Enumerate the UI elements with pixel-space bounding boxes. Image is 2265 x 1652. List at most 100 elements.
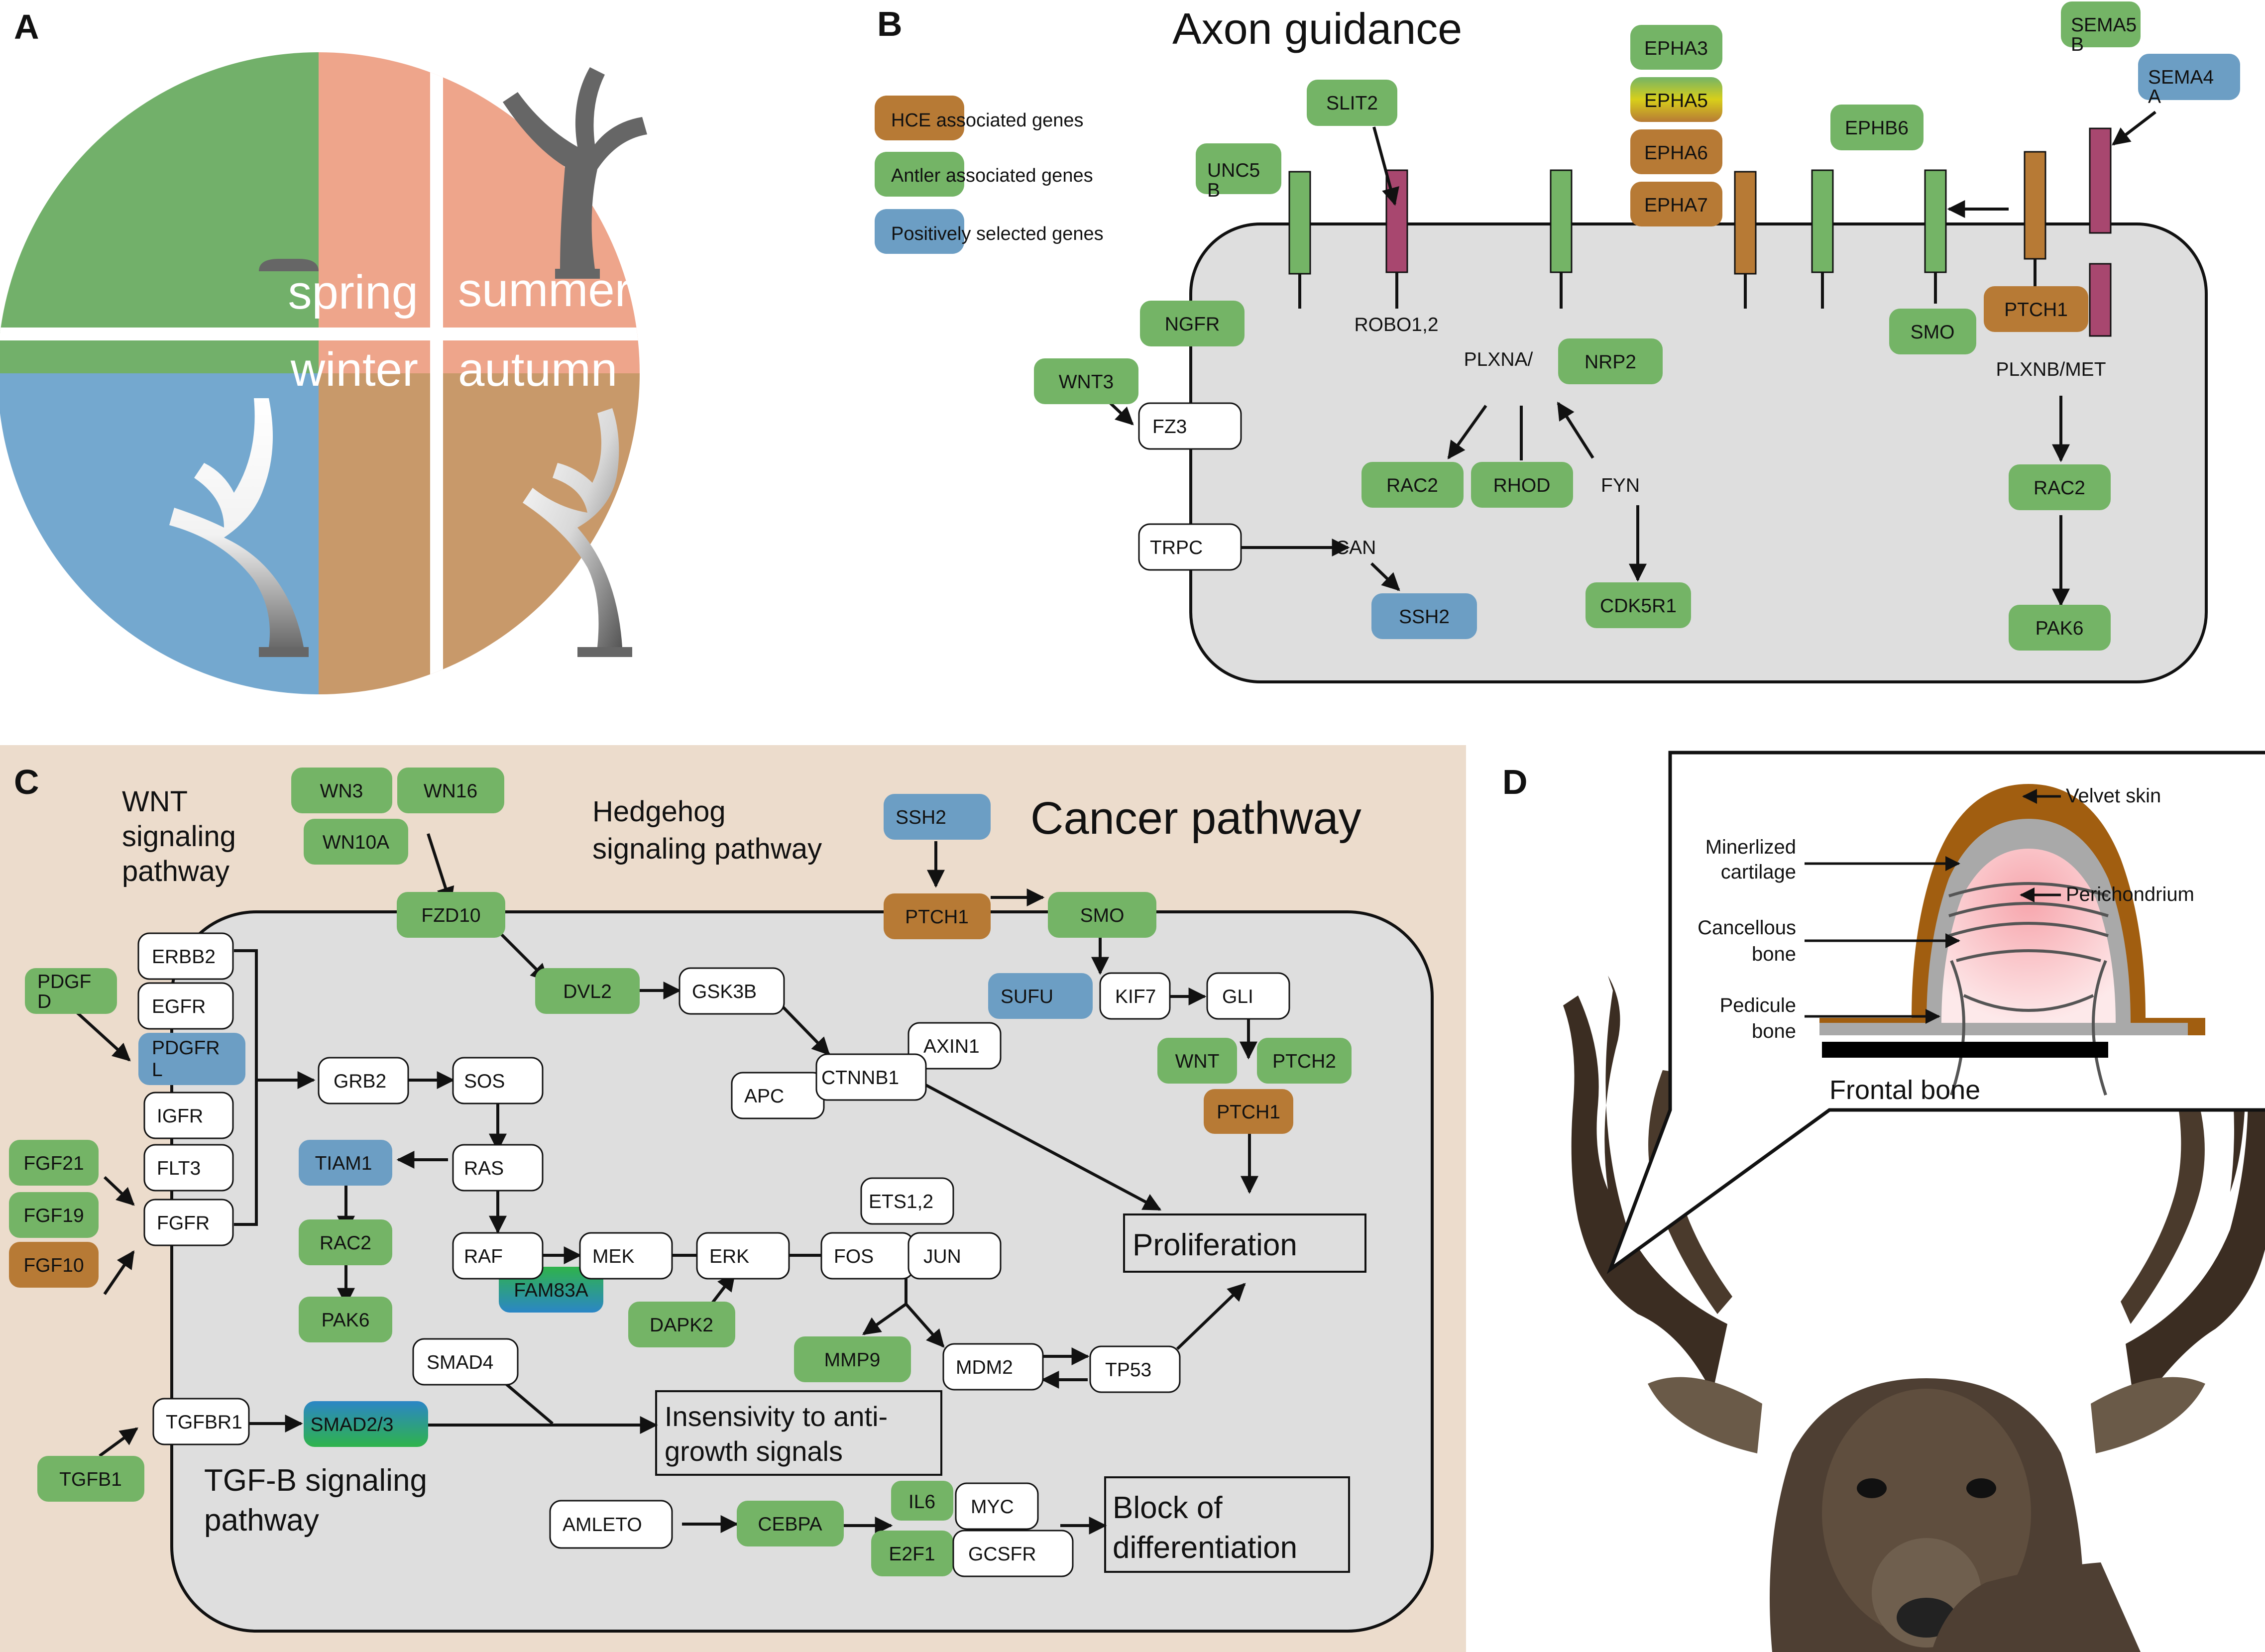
gene-sema5b-label-2: B	[2071, 34, 2084, 55]
gene-cdk5r1	[1586, 582, 1691, 628]
gene-nrp2	[1558, 338, 1663, 384]
gene-ephb6	[1830, 105, 1924, 150]
node-fgfr-label: FGFR	[157, 1212, 210, 1234]
node-sos-label: SOS	[464, 1071, 505, 1092]
node-mdm2-label: MDM2	[956, 1357, 1013, 1378]
gene-smad23	[304, 1401, 428, 1447]
gene-pdgfrl-label-2: L	[152, 1059, 163, 1081]
gene-unc5b-label-1: UNC5	[1207, 160, 1260, 181]
perichondrium-label: Perichondrium	[2066, 883, 2194, 905]
gene-wn3	[291, 768, 392, 813]
gene-ptch1-label: PTCH1	[2004, 299, 2068, 321]
gene-wnt3-label: WNT3	[1059, 371, 1114, 393]
mineralized-label-1: Minerlized	[1705, 836, 1796, 858]
node-axin1	[907, 1022, 1002, 1070]
panel-b: B Axon guidance HCE associated genes Ant…	[875, 1, 2240, 683]
gene-ephb6-label: EPHB6	[1845, 117, 1909, 139]
proliferation-label: Proliferation	[1132, 1228, 1297, 1262]
gene-fzd10	[397, 892, 505, 938]
gene-epha5	[1630, 77, 1722, 122]
gene-ssh2-c	[884, 794, 991, 840]
node-ets12-label: ETS1,2	[869, 1191, 933, 1212]
cancer-arrows	[73, 833, 1258, 1535]
insensitivity-label-1: Insensivity to anti-	[665, 1401, 888, 1432]
gene-fgf21	[9, 1140, 99, 1186]
gene-smad23-label: SMAD2/3	[311, 1414, 394, 1435]
node-trpc	[1138, 523, 1242, 571]
tgf-title-1: TGF-B signaling	[204, 1463, 427, 1498]
gene-rac2-c	[299, 1219, 392, 1265]
node-axin1-label: AXIN1	[923, 1036, 980, 1057]
summer-antler-icon	[503, 67, 647, 269]
gene-unc5b	[1196, 143, 1281, 194]
node-jun-label: JUN	[923, 1246, 961, 1267]
gene-tgfb1	[37, 1456, 144, 1502]
mineralized-label-2: cartilage	[1721, 861, 1796, 883]
gene-epha6-label: EPHA6	[1644, 142, 1708, 164]
gene-sufu	[988, 973, 1093, 1019]
node-igfr-label: IGFR	[157, 1105, 203, 1127]
gene-sema4a-label-1: SEMA4	[2148, 67, 2214, 88]
gene-rhod-label: RHOD	[1493, 475, 1551, 496]
node-gli	[1206, 972, 1290, 1020]
panel-c-letter: C	[14, 763, 39, 801]
node-egfr-label: EGFR	[152, 996, 206, 1017]
cancer-pathway-title: Cancer pathway	[1030, 793, 1361, 844]
velvet-skin-label: Velvet skin	[2066, 785, 2161, 807]
panel-a-letter: A	[14, 7, 39, 46]
gene-ptch1-right	[1204, 1089, 1293, 1134]
node-mdm2	[942, 1343, 1044, 1391]
node-flt3-label: FLT3	[157, 1158, 201, 1179]
legend-antler-label: Antler associated genes	[891, 165, 1093, 186]
gene-fzd10-label: FZD10	[421, 905, 480, 926]
winter-label: winter	[290, 343, 418, 396]
node-egfr	[137, 982, 234, 1030]
gene-ssh2-label: SSH2	[1399, 606, 1450, 628]
label-robo: ROBO1,2	[1354, 314, 1438, 335]
node-amleto-label: AMLETO	[563, 1514, 642, 1536]
cancer-green-genes: WN3 WN16 WN10A FZD10 DVL2 SMO WNT PTCH2 …	[9, 768, 1352, 1576]
summer-label: summer	[458, 263, 631, 317]
wnt-title-2: signaling	[122, 820, 236, 853]
spring-pedicle-icon	[259, 259, 319, 271]
wnt-title-1: WNT	[122, 785, 188, 818]
pedicule-label-1: Pedicule	[1720, 994, 1796, 1016]
axon-genes: SLIT2 UNC5 B EPHA3 EPHA5 EPHA6 EPHA7 EPH…	[1034, 1, 2240, 651]
node-gcsfr-label: GCSFR	[968, 1543, 1036, 1565]
gene-fgf21-label: FGF21	[23, 1153, 84, 1174]
gene-rac2-c-label: RAC2	[320, 1232, 371, 1254]
gene-epha6	[1630, 129, 1722, 174]
gene-ssh2-c-label: SSH2	[896, 807, 946, 828]
gene-wn16	[397, 768, 504, 813]
gene-nrp2-label: NRP2	[1585, 351, 1636, 373]
panel-d: D	[1502, 751, 2265, 1652]
gene-e2f1-label: E2F1	[889, 1543, 935, 1565]
cross-section-pointers	[1805, 789, 2061, 1024]
panel-c: C Cancer pathway WNT signaling pathway H…	[0, 745, 1466, 1652]
legend-swatch-antler	[875, 152, 964, 197]
gene-rac2-a	[1361, 462, 1464, 508]
node-grb2-label: GRB2	[334, 1071, 386, 1092]
label-can: CAN	[1335, 537, 1376, 558]
gene-e2f1	[871, 1531, 953, 1576]
node-ctnnb1	[815, 1053, 927, 1101]
gene-tiam1	[299, 1140, 392, 1186]
block-label-1: Block of	[1113, 1491, 1223, 1525]
gene-cebpa-label: CEBPA	[758, 1514, 822, 1535]
node-gsk3b	[679, 967, 785, 1015]
legend-swatch-positive	[875, 209, 964, 254]
gene-mmp9	[794, 1336, 911, 1382]
gene-sema5b-label-1: SEMA5	[2071, 14, 2137, 36]
node-mek-label: MEK	[592, 1246, 635, 1267]
gene-smo-c	[1048, 892, 1156, 938]
gene-ptch1-top-label: PTCH1	[905, 906, 969, 928]
frontal-bone-label: Frontal bone	[1829, 1075, 1980, 1105]
gene-fgf10	[9, 1242, 99, 1288]
panel-d-letter: D	[1502, 763, 1528, 801]
spring-label: spring	[288, 266, 418, 319]
gene-epha5-label: EPHA5	[1644, 90, 1708, 111]
node-kif7-label: KIF7	[1115, 986, 1156, 1007]
gene-sema4a-label-2: A	[2148, 86, 2161, 108]
gene-wn10a	[304, 819, 408, 865]
